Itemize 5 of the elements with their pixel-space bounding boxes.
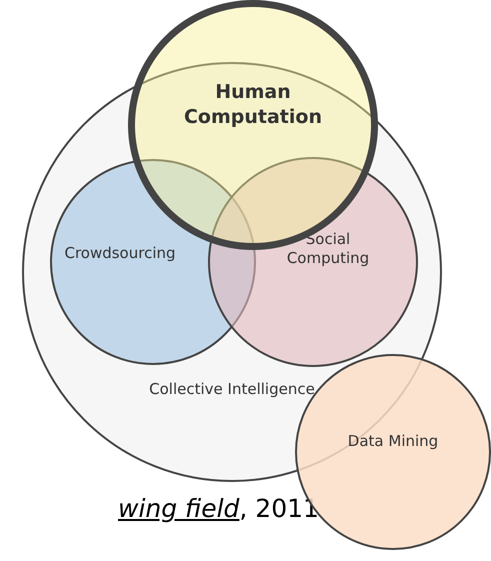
citation-text: wing field, 2011 <box>118 494 319 523</box>
circle-label: Crowdsourcing <box>63 244 177 263</box>
circle-label: Data Mining <box>346 432 440 451</box>
circle-label: Human Computation <box>182 80 323 130</box>
circle-label: Collective Intelligence <box>148 380 316 399</box>
